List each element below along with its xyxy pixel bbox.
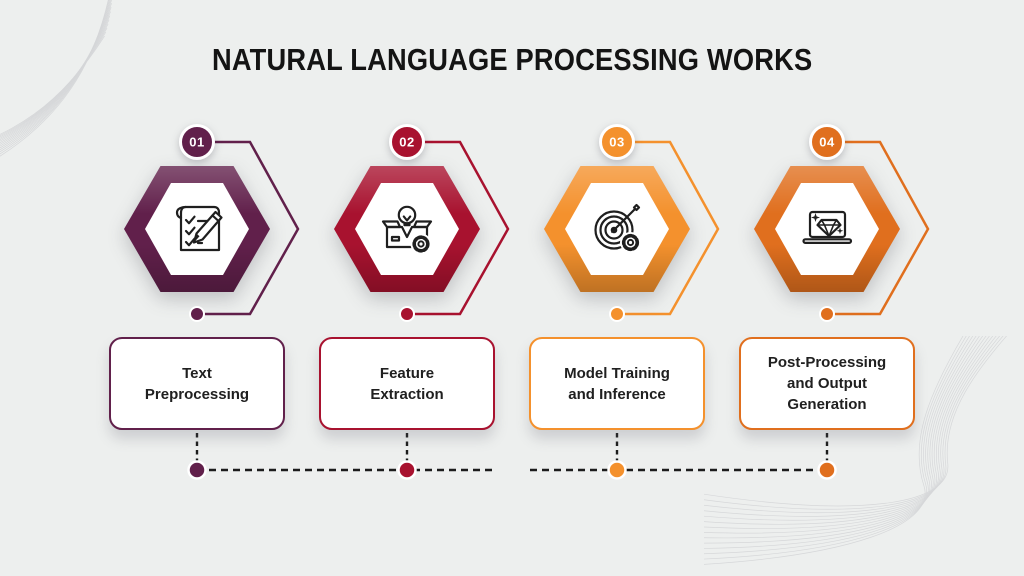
- step-1-connector-line: [204, 140, 300, 316]
- step-3-number-badge: 03: [599, 124, 635, 160]
- step-3-label-line-1: Model Training: [564, 364, 670, 382]
- checklist-pencil-icon: [175, 205, 223, 252]
- step-4-number-badge: 04: [809, 124, 845, 160]
- laptop-diamond-icon: [802, 210, 853, 245]
- step-4-connector-line: [834, 140, 930, 316]
- step-4-card: Post-Processing and Output Generation: [739, 337, 915, 430]
- step-4-label-line-1: Post-Processing: [767, 354, 887, 371]
- step-2-number-badge: 02: [389, 124, 425, 160]
- step-1-card: Text Preprocessing: [109, 337, 285, 430]
- page-title: NATURAL LANGUAGE PROCESSING WORKS: [0, 42, 1024, 78]
- step-2-hexagon: [334, 166, 480, 292]
- target-arrow-gear-icon: [594, 203, 641, 253]
- step-1-label-line-1: Text: [182, 364, 212, 382]
- step-2-connector-dot: [399, 306, 415, 322]
- page-title-text: NATURAL LANGUAGE PROCESSING WORKS: [211, 42, 813, 77]
- step-2-timeline-dot: [397, 460, 417, 480]
- step-3-timeline-dot: [607, 460, 627, 480]
- step-2-connector-line: [414, 140, 510, 316]
- step-2-number: 02: [399, 135, 414, 150]
- step-2-card: Feature Extraction: [319, 337, 495, 430]
- step-1-timeline-dot: [187, 460, 207, 480]
- step-1-hexagon: [124, 166, 270, 292]
- box-lightbulb-gear-icon: [381, 205, 433, 255]
- step-4-timeline-dot: [817, 460, 837, 480]
- step-3-card: Model Training and Inference: [529, 337, 705, 430]
- step-3-connector-dot: [609, 306, 625, 322]
- step-1-number-badge: 01: [179, 124, 215, 160]
- step-3-label-line-2: and Inference: [568, 385, 666, 403]
- step-1-label-line-2: Preprocessing: [144, 385, 250, 403]
- step-3-graphic: 03: [544, 124, 720, 480]
- step-3-hexagon: [544, 166, 690, 292]
- step-1-number: 01: [189, 135, 204, 150]
- step-3-connector-line: [624, 140, 720, 316]
- step-4-hexagon: [754, 166, 900, 292]
- step-2-graphic: 02: [334, 124, 510, 480]
- step-2-label-line-2: Extraction: [370, 385, 444, 403]
- step-4-graphic: 04: [754, 124, 930, 480]
- step-1-graphic: 01: [124, 124, 300, 480]
- step-4-label-line-3: Generation: [787, 396, 867, 413]
- step-1-connector-dot: [189, 306, 205, 322]
- step-4-label-line-2: and Output: [787, 375, 867, 392]
- step-2-label-line-1: Feature: [379, 364, 435, 382]
- step-3-number: 03: [609, 135, 624, 150]
- step-4-number: 04: [819, 135, 835, 150]
- step-4-connector-dot: [819, 306, 835, 322]
